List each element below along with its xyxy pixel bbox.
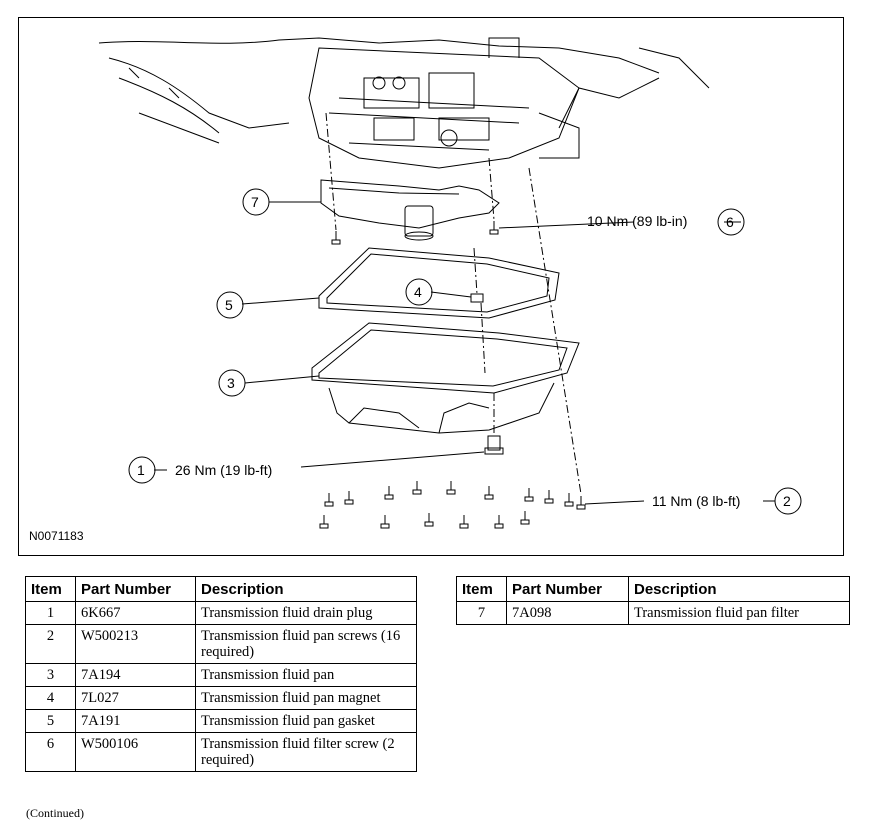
exploded-view-figure: 7 6 5 4 3 1 2 10 Nm (89 lb-in) 26 Nm (19… bbox=[18, 17, 844, 556]
pan-gasket-drawing bbox=[318, 247, 560, 319]
drain-plug-drawing bbox=[484, 435, 504, 455]
figure-id: N0071183 bbox=[29, 529, 84, 543]
part-number: 6K667 bbox=[75, 601, 196, 625]
description: Transmission fluid pan gasket bbox=[195, 709, 417, 733]
description: Transmission fluid pan screws (16 requir… bbox=[195, 624, 417, 664]
item-number: 1 bbox=[25, 601, 76, 625]
table-header-row: Item Part Number Description bbox=[456, 576, 850, 602]
callout-6-torque: 10 Nm (89 lb-in) bbox=[587, 213, 688, 229]
table-row: 4 7L027 Transmission fluid pan magnet bbox=[25, 686, 417, 710]
item-number: 7 bbox=[456, 601, 507, 625]
part-number: 7A098 bbox=[506, 601, 629, 625]
item-number: 2 bbox=[25, 624, 76, 664]
description: Transmission fluid pan bbox=[195, 663, 417, 687]
part-number: W500106 bbox=[75, 732, 196, 772]
header-description: Description bbox=[628, 576, 850, 602]
description: Transmission fluid filter screw (2 requi… bbox=[195, 732, 417, 772]
continued-note: (Continued) bbox=[26, 806, 84, 820]
part-number: 7L027 bbox=[75, 686, 196, 710]
transmission-body-drawing bbox=[98, 37, 710, 169]
pan-screws-drawing bbox=[319, 481, 586, 529]
callout-1-torque: 26 Nm (19 lb-ft) bbox=[175, 462, 273, 478]
pan-filter-drawing bbox=[320, 179, 500, 241]
alignment-lines bbox=[325, 112, 582, 495]
description: Transmission fluid drain plug bbox=[195, 601, 417, 625]
callout-7-number: 7 bbox=[251, 194, 259, 210]
callout-2-torque: 11 Nm (8 lb-ft) bbox=[652, 493, 741, 509]
table-row: 6 W500106 Transmission fluid filter scre… bbox=[25, 732, 417, 772]
parts-table-left: Item Part Number Description 1 6K667 Tra… bbox=[25, 576, 417, 772]
description: Transmission fluid pan magnet bbox=[195, 686, 417, 710]
header-part-number: Part Number bbox=[75, 576, 196, 602]
part-number: W500213 bbox=[75, 624, 196, 664]
item-number: 5 bbox=[25, 709, 76, 733]
callout-3-number: 3 bbox=[227, 375, 235, 391]
pan-magnet-drawing bbox=[470, 293, 484, 303]
table-row: 3 7A194 Transmission fluid pan bbox=[25, 663, 417, 687]
table-header-row: Item Part Number Description bbox=[25, 576, 417, 602]
transmission-pan-illustration bbox=[98, 37, 802, 529]
filter-screws-drawing bbox=[331, 221, 499, 245]
callout-5-number: 5 bbox=[225, 297, 233, 313]
callout-4-number: 4 bbox=[414, 284, 422, 300]
header-part-number: Part Number bbox=[506, 576, 629, 602]
header-item: Item bbox=[25, 576, 76, 602]
table-row: 2 W500213 Transmission fluid pan screws … bbox=[25, 624, 417, 664]
part-number: 7A194 bbox=[75, 663, 196, 687]
part-number: 7A191 bbox=[75, 709, 196, 733]
callout-6-number: 6 bbox=[726, 214, 734, 230]
table-row: 5 7A191 Transmission fluid pan gasket bbox=[25, 709, 417, 733]
callout-circles bbox=[128, 188, 802, 515]
leader-lines bbox=[154, 201, 775, 505]
header-description: Description bbox=[195, 576, 417, 602]
parts-table-right: Item Part Number Description 7 7A098 Tra… bbox=[456, 576, 850, 625]
transmission-pan-drawing bbox=[311, 322, 580, 434]
header-item: Item bbox=[456, 576, 507, 602]
item-number: 3 bbox=[25, 663, 76, 687]
table-row: 1 6K667 Transmission fluid drain plug bbox=[25, 601, 417, 625]
item-number: 6 bbox=[25, 732, 76, 772]
table-row: 7 7A098 Transmission fluid pan filter bbox=[456, 601, 850, 625]
description: Transmission fluid pan filter bbox=[628, 601, 850, 625]
callout-2-number: 2 bbox=[783, 493, 791, 509]
callout-1-number: 1 bbox=[137, 462, 145, 478]
item-number: 4 bbox=[25, 686, 76, 710]
